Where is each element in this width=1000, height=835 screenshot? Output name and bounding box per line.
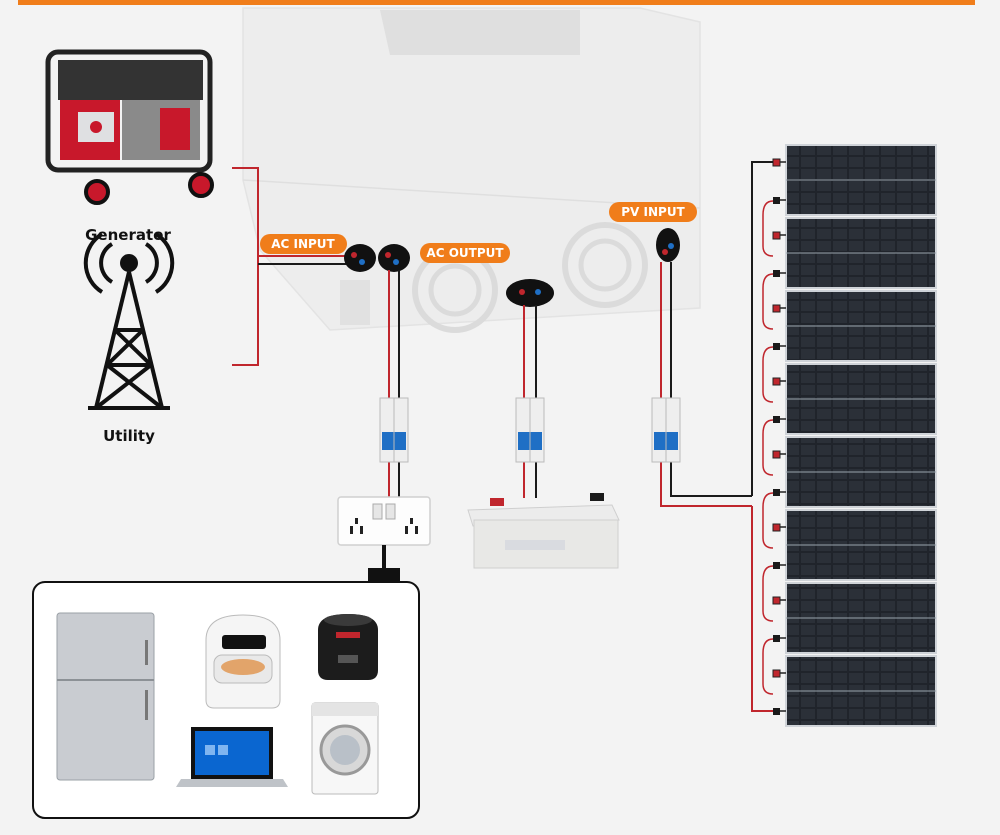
panel-connector bbox=[772, 523, 781, 532]
solar-panel bbox=[785, 655, 937, 727]
generator-label: Generator bbox=[85, 226, 171, 244]
ac-output-breaker bbox=[379, 397, 409, 463]
panel-connector bbox=[772, 450, 781, 459]
utility-label: Utility bbox=[103, 427, 155, 445]
panel-connector bbox=[773, 197, 780, 204]
pv-input-terminal bbox=[656, 228, 680, 262]
terminal-wiring bbox=[388, 262, 752, 507]
solar-panel bbox=[785, 582, 937, 654]
solar-panel bbox=[785, 363, 937, 435]
panel-connector bbox=[772, 231, 781, 240]
battery-terminal bbox=[506, 279, 554, 307]
pv-input-tag: PV INPUT bbox=[609, 202, 697, 222]
pv-negative-wire bbox=[751, 161, 773, 496]
series-jumper bbox=[762, 273, 774, 330]
rice-cooker-icon bbox=[318, 614, 378, 680]
battery-icon bbox=[467, 493, 620, 569]
laptop-icon bbox=[176, 727, 288, 787]
panel-connector bbox=[772, 158, 781, 167]
panel-connector bbox=[773, 562, 780, 569]
pv-positive-wire bbox=[751, 506, 773, 712]
washing-machine-icon bbox=[311, 702, 379, 795]
pv-breaker bbox=[651, 397, 681, 463]
wall-socket-icon bbox=[337, 496, 431, 546]
panel-connector bbox=[773, 635, 780, 642]
ac-output-tag: AC OUTPUT bbox=[420, 243, 510, 263]
series-jumper bbox=[762, 565, 774, 622]
battery-breaker bbox=[515, 397, 545, 463]
series-jumper bbox=[762, 200, 774, 257]
fridge-icon bbox=[56, 612, 155, 781]
inverter-fan-right bbox=[562, 222, 648, 308]
solar-panel bbox=[785, 217, 937, 289]
ac-input-terminal bbox=[344, 244, 376, 272]
solar-panel bbox=[785, 144, 937, 216]
svg-text:AC INPUT: AC INPUT bbox=[271, 237, 335, 251]
inverter-unit bbox=[242, 7, 701, 333]
solar-panel-array bbox=[751, 144, 937, 727]
top-accent-bar bbox=[18, 0, 975, 5]
panel-connector bbox=[773, 416, 780, 423]
solar-panel bbox=[785, 509, 937, 581]
generator-icon bbox=[45, 49, 214, 205]
series-jumper bbox=[762, 638, 774, 695]
series-jumper bbox=[762, 492, 774, 549]
air-fryer-icon bbox=[205, 614, 281, 709]
ac-input-tag: AC INPUT bbox=[260, 234, 347, 254]
panel-connector bbox=[773, 708, 780, 715]
series-jumper bbox=[762, 419, 774, 476]
panel-connector bbox=[773, 270, 780, 277]
solar-panel bbox=[785, 436, 937, 508]
panel-connector bbox=[772, 304, 781, 313]
series-jumper bbox=[762, 346, 774, 403]
panel-connector bbox=[773, 343, 780, 350]
panel-connector bbox=[772, 377, 781, 386]
svg-text:PV INPUT: PV INPUT bbox=[621, 205, 685, 219]
panel-connector bbox=[772, 596, 781, 605]
panel-connector bbox=[773, 489, 780, 496]
svg-text:AC OUTPUT: AC OUTPUT bbox=[426, 246, 504, 260]
ac-output-terminal bbox=[378, 244, 410, 272]
utility-tower-icon bbox=[83, 232, 175, 410]
panel-connector bbox=[772, 669, 781, 678]
solar-panel bbox=[785, 290, 937, 362]
ac-input-source-wiring bbox=[232, 167, 355, 366]
